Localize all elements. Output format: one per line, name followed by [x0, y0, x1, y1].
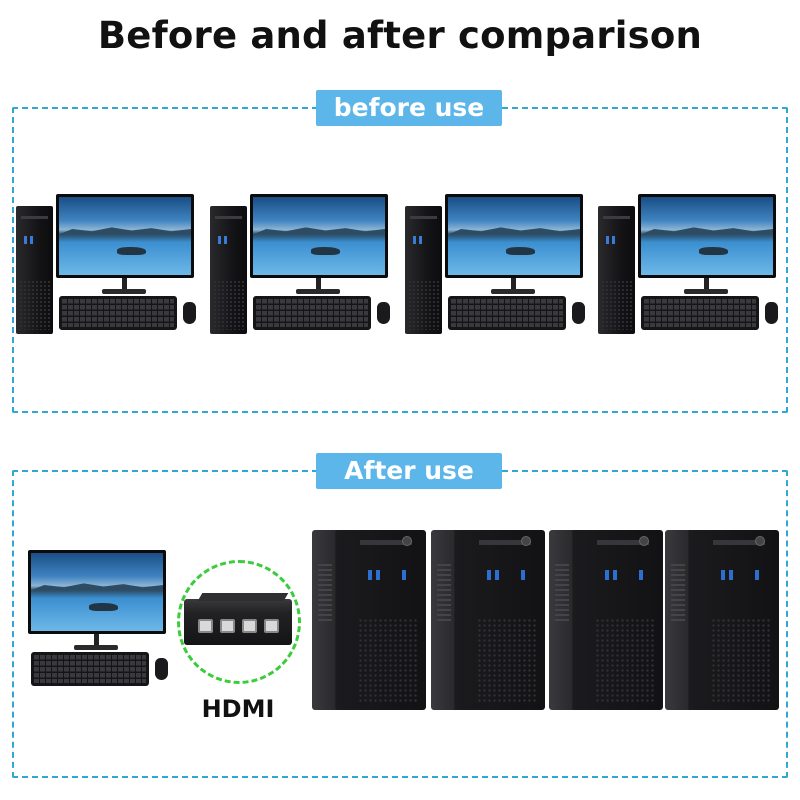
workstation-2 [210, 194, 390, 334]
mouse-icon [183, 302, 196, 324]
page-title: Before and after comparison [97, 14, 703, 57]
mouse-icon [572, 302, 585, 324]
pc-tower-icon [210, 206, 247, 334]
pc-tower-icon [549, 530, 663, 710]
mouse-icon [765, 302, 778, 324]
monitor-icon [28, 550, 166, 634]
monitor-icon [56, 194, 194, 278]
after-use-tag: After use [316, 453, 502, 489]
keyboard-icon [31, 652, 149, 686]
monitor-icon [638, 194, 776, 278]
pc-tower-icon [665, 530, 779, 710]
workstation-3 [405, 194, 585, 334]
workstation-4 [598, 194, 778, 334]
pc-tower-icon [16, 206, 53, 334]
keyboard-icon [59, 296, 177, 330]
pc-tower-icon [431, 530, 545, 710]
switch-highlight-ring [177, 560, 301, 684]
keyboard-icon [253, 296, 371, 330]
hdmi-label: HDMI [201, 695, 275, 723]
kvm-switch-icon [184, 593, 292, 645]
shared-workstation [0, 550, 168, 690]
pc-tower-icon [598, 206, 635, 334]
mouse-icon [377, 302, 390, 324]
keyboard-icon [448, 296, 566, 330]
workstation-1 [16, 194, 196, 334]
pc-tower-icon [312, 530, 426, 710]
pc-tower-icon [405, 206, 442, 334]
before-use-tag: before use [316, 90, 502, 126]
mouse-icon [155, 658, 168, 680]
keyboard-icon [641, 296, 759, 330]
monitor-icon [250, 194, 388, 278]
monitor-icon [445, 194, 583, 278]
